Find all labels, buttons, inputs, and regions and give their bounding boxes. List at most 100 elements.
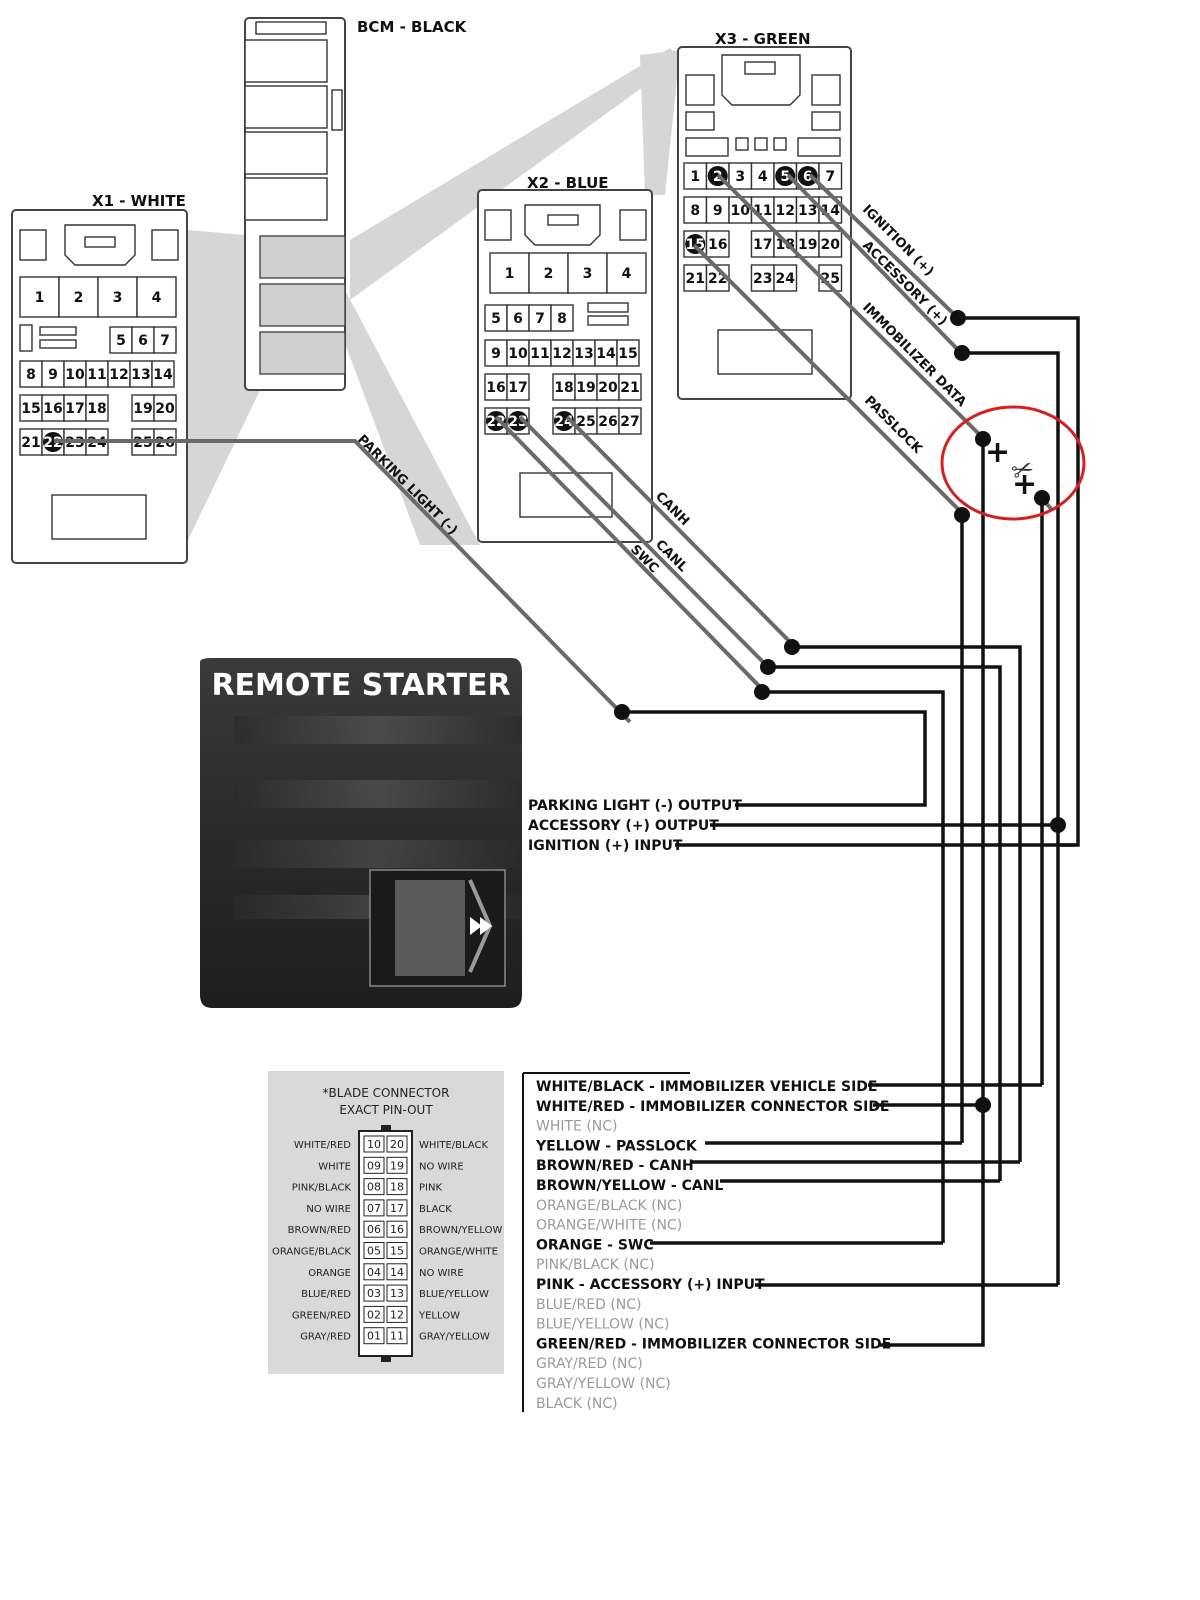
blade-pin-07: 07 <box>367 1202 381 1215</box>
x3-pin-17: 17 <box>753 237 772 253</box>
harness-wires <box>622 316 1080 1347</box>
blade-pin-12: 12 <box>390 1308 404 1321</box>
wire-list-item: ORANGE/WHITE (NC) <box>536 1218 682 1234</box>
blade-right-label: GRAY/YELLOW <box>419 1332 490 1343</box>
remote-starter-title: REMOTE STARTER <box>211 668 510 703</box>
x1-pin-12: 12 <box>109 367 128 383</box>
blade-pin-01: 01 <box>367 1330 381 1343</box>
parking-light-output-label: PARKING LIGHT (-) OUTPUT <box>528 798 742 814</box>
blade-pin-13: 13 <box>390 1287 404 1300</box>
x1-pin-3-cell <box>97 276 138 318</box>
x1-pin-14-cell <box>151 360 175 388</box>
plus-icon: + <box>985 435 1010 470</box>
x3-pin-12: 12 <box>776 203 795 219</box>
x1-pin-17: 17 <box>65 401 84 417</box>
blade-pin-02: 02 <box>367 1308 381 1321</box>
blade-pin-14: 14 <box>390 1266 404 1279</box>
blade-right-label: YELLOW <box>418 1310 460 1321</box>
blade-right-label: WHITE/BLACK <box>419 1140 488 1151</box>
blade-left-label: GRAY/RED <box>300 1332 351 1343</box>
x3-pin-3: 3 <box>735 169 745 185</box>
x2-pin-21-cell <box>618 373 642 401</box>
blade-pin-15: 15 <box>390 1245 404 1258</box>
blade-pin-19: 19 <box>390 1159 404 1172</box>
x2-pin-15: 15 <box>618 346 637 362</box>
wire-list-item: WHITE (NC) <box>536 1119 618 1135</box>
x2-pin-13: 13 <box>574 346 593 362</box>
x1-pin-1: 1 <box>35 290 45 306</box>
wire-list-item: ORANGE - SWC <box>536 1237 654 1253</box>
x2-pin-25: 25 <box>576 414 595 430</box>
x2-pin-7: 7 <box>535 311 545 327</box>
blade-left-label: BROWN/RED <box>288 1225 352 1236</box>
x3-pin-8: 8 <box>690 203 700 219</box>
wire-list-item: BLACK (NC) <box>536 1396 618 1412</box>
blade-right-label: BLACK <box>419 1204 452 1215</box>
x2-pin-1: 1 <box>505 266 515 282</box>
x1-pin-4-cell <box>136 276 177 318</box>
x3-pin-4: 4 <box>758 169 768 185</box>
x3-pin-6: 6 <box>803 169 813 185</box>
x2-pin-8: 8 <box>557 311 567 327</box>
blade-left-label: WHITE/RED <box>294 1140 351 1151</box>
x1-pin-20: 20 <box>155 401 175 417</box>
wire-list-item: GREEN/RED - IMMOBILIZER CONNECTOR SIDE <box>536 1336 891 1352</box>
wire-list-item: BLUE/RED (NC) <box>536 1297 642 1313</box>
remote-starter-module: REMOTE STARTER <box>200 658 522 1008</box>
blade-right-label: ORANGE/WHITE <box>419 1247 498 1258</box>
x2-pin-19: 19 <box>576 380 595 396</box>
wire-labels: PARKING LIGHT (-) CANH CANL SWC IGNITION… <box>354 202 969 576</box>
x3-pin-21: 21 <box>686 271 705 287</box>
x1-pin-16: 16 <box>43 401 62 417</box>
junction-dots <box>614 310 1066 1113</box>
blade-pin-06: 06 <box>367 1223 381 1236</box>
x2-pin-22: 22 <box>486 414 505 430</box>
passlock-label: PASSLOCK <box>861 393 925 457</box>
x3-pin-7: 7 <box>825 169 835 185</box>
blade-left-label: ORANGE <box>308 1268 351 1279</box>
blade-left-label: BLUE/RED <box>301 1289 351 1300</box>
wire-list-item: PINK/BLACK (NC) <box>536 1257 655 1273</box>
x3-pin-7-cell <box>818 162 843 190</box>
wire-list-item: WHITE/RED - IMMOBILIZER CONNECTOR SIDE <box>536 1099 890 1115</box>
plus-icon: + <box>1012 467 1037 502</box>
x3-pin-6-marker <box>797 166 818 186</box>
blade-right-label: BROWN/YELLOW <box>419 1225 503 1236</box>
x1-pin-9: 9 <box>48 367 58 383</box>
starter-outputs: PARKING LIGHT (-) OUTPUT ACCESSORY (+) O… <box>528 798 742 854</box>
x2-pin-24-marker <box>554 411 574 431</box>
x1-pin-19: 19 <box>133 401 152 417</box>
x3-pin-23: 23 <box>753 271 772 287</box>
wire-list-item: WHITE/BLACK - IMMOBILIZER VEHICLE SIDE <box>536 1079 878 1095</box>
x3-pin-9: 9 <box>713 203 723 219</box>
x2-pin-9: 9 <box>491 346 501 362</box>
blade-left-label: NO WIRE <box>306 1204 351 1215</box>
x2-pin-27: 27 <box>620 414 639 430</box>
x1-pin-13: 13 <box>131 367 150 383</box>
blade-left-label: GREEN/RED <box>292 1310 351 1321</box>
wire-list-item: BROWN/YELLOW - CANL <box>536 1178 723 1194</box>
wire-list-item: BLUE/YELLOW (NC) <box>536 1317 670 1333</box>
x1-pin-11: 11 <box>87 367 106 383</box>
wire-list-item: GRAY/YELLOW (NC) <box>536 1376 671 1392</box>
x2-pin-27-cell <box>618 407 642 435</box>
wire-list-item: GRAY/RED (NC) <box>536 1356 643 1372</box>
x2-pin-16: 16 <box>486 380 505 396</box>
x3-pin-19: 19 <box>798 237 817 253</box>
x2-pin-14: 14 <box>596 346 616 362</box>
x1-pin-5: 5 <box>116 333 126 349</box>
x2-pin-21: 21 <box>620 380 639 396</box>
x2-pin-1-cell <box>489 252 530 294</box>
x3-pin-20-cell <box>818 230 843 258</box>
wire-list-item: YELLOW - PASSLOCK <box>535 1138 698 1154</box>
x1-pin-10: 10 <box>65 367 85 383</box>
highlight-circle <box>940 405 1086 521</box>
x1-pin-7-cell <box>153 326 177 354</box>
blade-right-label: NO WIRE <box>419 1268 464 1279</box>
blade-pin-05: 05 <box>367 1245 381 1258</box>
x2-pin-18: 18 <box>554 380 573 396</box>
x2-pin-26: 26 <box>598 414 617 430</box>
x2-pin-10: 10 <box>508 346 528 362</box>
